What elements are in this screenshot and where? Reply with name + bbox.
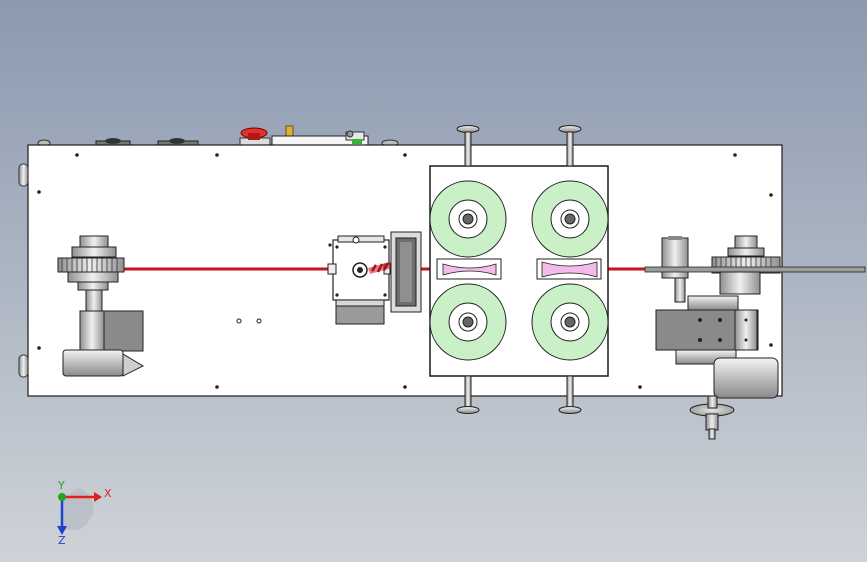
roller-top-left — [429, 180, 507, 258]
roller-icon — [462, 213, 474, 225]
roller-bottom-right — [531, 283, 609, 361]
left-spool-assembly — [57, 235, 145, 377]
spool-icon — [57, 257, 125, 273]
status-light — [352, 139, 362, 144]
roller-top-right — [531, 180, 609, 258]
adjuster-top — [456, 125, 582, 167]
roller-bottom-left — [429, 283, 507, 361]
axis-z-label: Z — [58, 534, 66, 547]
left-casters — [18, 163, 29, 378]
adjuster-bottom — [456, 375, 582, 414]
wire-guides — [436, 258, 602, 280]
guide-plate — [390, 231, 422, 313]
axis-x-label: X — [104, 487, 112, 500]
wire-straightener — [327, 235, 406, 325]
top-edge-components — [37, 125, 399, 147]
mounting-holes — [37, 153, 773, 389]
axis-y-label: Y — [57, 479, 65, 492]
axis-triad-icon: X Y Z — [57, 479, 112, 547]
right-drive-assembly — [644, 235, 866, 440]
